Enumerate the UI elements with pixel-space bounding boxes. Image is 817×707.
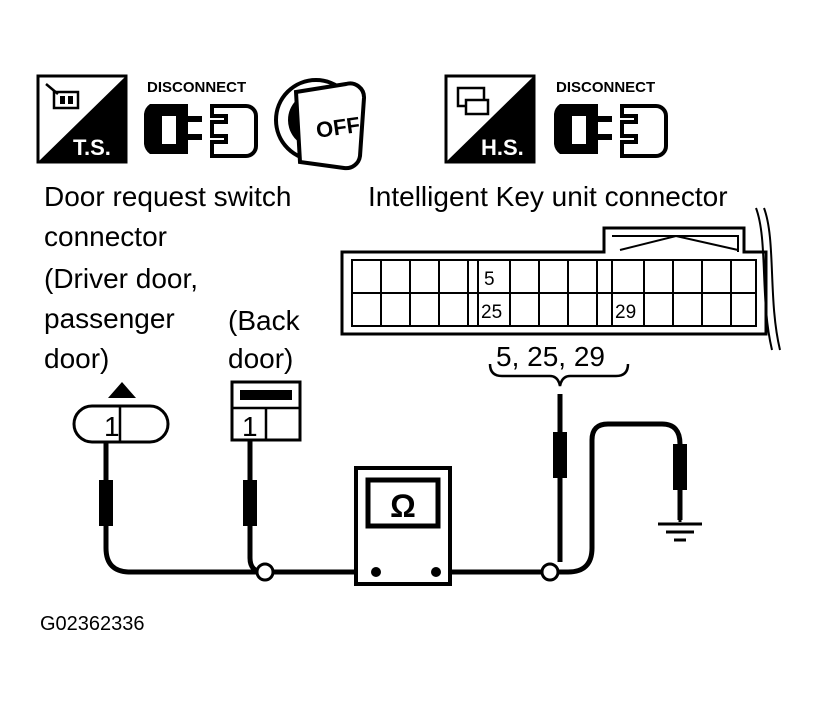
ik-pin-5: 5 — [484, 269, 495, 290]
door-switch-label: Door request switch connector (Driver do… — [44, 181, 291, 374]
svg-text:Door request switch: Door request switch — [44, 181, 291, 212]
ts-label: T.S. — [73, 135, 111, 160]
ik-pin-25: 25 — [481, 302, 502, 323]
disconnect-icon: DISCONNECT — [144, 79, 258, 158]
svg-text:passenger: passenger — [44, 303, 175, 334]
ik-pin-29: 29 — [615, 302, 636, 323]
probe-ik — [553, 432, 567, 478]
hs-label: H.S. — [481, 135, 524, 160]
driver-door-pin: 1 — [104, 411, 120, 442]
back-door-label: (Back door) — [228, 305, 301, 374]
pin-group-label: 5, 25, 29 — [496, 341, 605, 372]
disconnect-label: DISCONNECT — [147, 79, 246, 96]
junction-right — [540, 562, 560, 582]
driver-door-connector: 1 — [72, 382, 170, 444]
svg-text:connector: connector — [44, 221, 167, 252]
ik-unit-label: Intelligent Key unit connector — [368, 181, 728, 212]
ohmmeter: Ω — [354, 466, 452, 586]
ik-connector: 5 25 29 — [340, 207, 781, 351]
hs-icon: H.S. — [444, 74, 536, 164]
probe-back — [243, 480, 257, 526]
svg-text:door): door) — [228, 343, 293, 374]
svg-text:door): door) — [44, 343, 109, 374]
probe-driver — [99, 480, 113, 526]
ignition-key-icon: OFF — [274, 78, 366, 171]
ohm-icon: Ω — [390, 488, 416, 524]
probe-ground — [673, 444, 687, 490]
svg-text:(Driver door,: (Driver door, — [44, 263, 198, 294]
pin-group-bracket: 5, 25, 29 — [488, 341, 630, 387]
back-door-connector: 1 — [230, 380, 302, 442]
disconnect-icon-right: DISCONNECT — [554, 79, 668, 158]
off-label: OFF — [314, 112, 361, 143]
figure-id: G02362336 — [40, 613, 145, 635]
back-door-pin: 1 — [242, 411, 258, 442]
ground-icon — [658, 490, 702, 542]
disconnect-label-right: DISCONNECT — [556, 79, 655, 96]
ts-icon: T.S. — [36, 74, 128, 164]
junction-left — [255, 562, 275, 582]
svg-text:(Back: (Back — [228, 305, 301, 336]
